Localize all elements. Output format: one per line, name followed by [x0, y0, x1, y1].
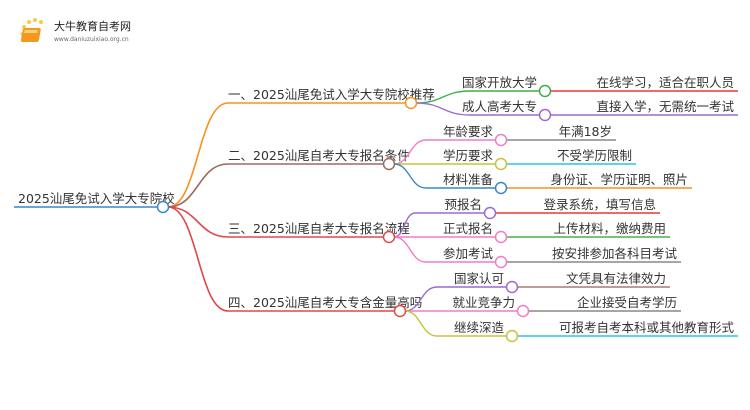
logo-name: 大牛教育自考网 [54, 19, 131, 33]
branch-node[interactable] [382, 157, 396, 171]
branch-label: 三、2025汕尾自考大专报名流程 [228, 221, 410, 236]
child-connector [415, 102, 471, 116]
leaf-label: 企业接受自考学历 [577, 295, 677, 310]
child-node[interactable] [505, 280, 519, 294]
child-label: 国家认可 [454, 271, 504, 286]
child-node[interactable] [505, 329, 519, 343]
child-label: 年龄要求 [443, 124, 494, 139]
branch-node[interactable] [382, 230, 396, 244]
child-node[interactable] [494, 133, 508, 147]
branch-connector [167, 206, 229, 238]
child-node[interactable] [494, 181, 508, 195]
branch-node[interactable] [393, 304, 407, 318]
branch-connector [167, 102, 229, 208]
child-label: 学历要求 [443, 148, 494, 163]
child-label: 正式报名 [443, 221, 493, 236]
leaf-label: 年满18岁 [559, 124, 612, 139]
leaf-label: 直接入学，无需统一考试 [596, 99, 734, 114]
child-label: 参加考试 [443, 246, 494, 261]
branch-label: 一、2025汕尾免试入学大专院校推荐 [228, 87, 435, 102]
child-node[interactable] [516, 304, 530, 318]
child-connector [393, 236, 427, 263]
branch-connector [167, 206, 229, 312]
child-connector [393, 163, 427, 189]
child-node[interactable] [494, 255, 508, 269]
child-node[interactable] [494, 230, 508, 244]
child-node[interactable] [538, 108, 552, 122]
child-label: 就业竞争力 [452, 295, 515, 310]
logo: 大牛教育自考网 www.daniuzuixiao.org.cn [20, 18, 131, 43]
root-label: 2025汕尾免试入学大专院校 [18, 191, 175, 206]
branch-label: 二、2025汕尾自考大专报名条件 [228, 148, 410, 163]
child-label: 继续深造 [454, 320, 505, 335]
leaf-label: 身份证、学历证明、照片 [550, 172, 688, 187]
logo-book-icon [20, 18, 43, 43]
leaf-label: 可报考自考本科或其他教育形式 [559, 320, 735, 335]
leaf-label: 文凭具有法律效力 [566, 271, 666, 286]
child-label: 预报名 [444, 197, 482, 212]
branch-connector [167, 163, 229, 208]
leaf-label: 在线学习，适合在职人员 [596, 75, 734, 90]
branch-node[interactable] [404, 96, 418, 110]
child-node[interactable] [483, 206, 497, 220]
leaf-label: 按安排参加各科目考试 [552, 246, 678, 261]
child-node[interactable] [494, 157, 508, 171]
branch-label: 四、2025汕尾自考大专含金量高吗 [228, 295, 422, 310]
logo-url: www.daniuzuixiao.org.cn [54, 36, 129, 43]
leaf-label: 不受学历限制 [557, 148, 632, 163]
child-label: 国家开放大学 [462, 75, 537, 90]
root-node[interactable] [156, 200, 170, 214]
leaf-label: 上传材料，缴纳费用 [553, 221, 666, 236]
child-connector [404, 310, 438, 337]
leaf-label: 登录系统，填写信息 [543, 197, 656, 212]
child-label: 材料准备 [443, 172, 494, 187]
child-label: 成人高考大专 [462, 99, 537, 114]
child-node[interactable] [538, 84, 552, 98]
